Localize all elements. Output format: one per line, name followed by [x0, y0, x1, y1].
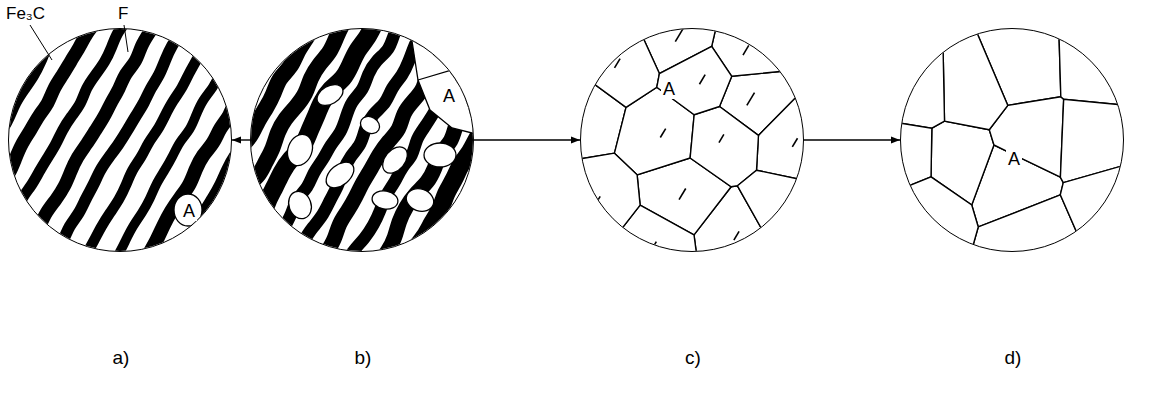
micro-structure: [285, 188, 315, 222]
transition-arrow: [474, 139, 580, 140]
micro-structure: [895, 23, 945, 128]
micro-structure: [371, 189, 400, 211]
micro-structure: [792, 138, 797, 147]
micro-structure: [357, 113, 382, 137]
micro-structure: [734, 231, 739, 240]
transition-arrow: [232, 139, 250, 140]
transition-arrow: [804, 139, 900, 140]
micro-structure: [757, 84, 809, 181]
micro-structure: [283, 131, 316, 169]
micro-structure: [436, 83, 460, 107]
micro-structure: [233, 0, 359, 218]
phase-circle: Ab): [250, 28, 474, 252]
leader-line: [30, 25, 52, 60]
phase-label: A: [441, 86, 457, 106]
figure-caption: c): [683, 347, 703, 368]
micro-structure: [1060, 164, 1129, 257]
micro-structure: [719, 134, 724, 142]
micro-structure: [575, 23, 659, 107]
micro-structure: [321, 157, 358, 193]
micro-structure: [364, 70, 489, 293]
phase-callout: Fe₃C: [4, 4, 47, 23]
micro-structure: [336, 56, 464, 277]
micro-structure: [418, 40, 480, 80]
micro-structure: [410, 28, 480, 135]
phase-callout: F: [116, 4, 130, 23]
figure-caption: b): [353, 347, 374, 368]
micro-structure: [578, 107, 584, 117]
figure-caption: d): [1003, 347, 1024, 368]
phase-circle: Ad): [900, 28, 1124, 252]
micro-structure: [78, 45, 204, 268]
micro-structure: [403, 185, 437, 215]
micro-structure: [575, 23, 809, 257]
figure-caption: a): [111, 347, 132, 368]
phase-circle: Aa): [8, 28, 232, 252]
micro-structure: [743, 45, 749, 55]
micro-structure: [424, 143, 456, 167]
micro-structure: [699, 75, 705, 85]
micro-structure: [123, 73, 253, 294]
micro-structure: [895, 177, 978, 257]
micro-structure: [657, 46, 732, 114]
micro-structure: [575, 153, 640, 257]
micro-structure: [737, 170, 809, 257]
leader-line: [124, 25, 128, 52]
micro-structure: [167, 0, 556, 328]
phase-circle: Ac): [580, 28, 804, 252]
phase-label: A: [661, 79, 677, 99]
micro-structure: [747, 93, 755, 106]
micro-structure: [593, 196, 600, 208]
micro-structure: [675, 28, 683, 41]
micro-structure: [378, 142, 413, 178]
micro-structure: [99, 59, 227, 281]
micro-structure: [174, 194, 202, 226]
micro-structure: [660, 129, 665, 138]
phase-label: A: [1006, 149, 1022, 169]
micro-structure: [650, 242, 656, 252]
micro-structure: [690, 106, 758, 186]
micro-structure: [679, 188, 686, 199]
micro-structure: [615, 59, 621, 68]
micro-structure: [313, 80, 346, 110]
micro-structure: [196, 114, 322, 337]
micro-structure: [943, 23, 1008, 130]
micro-structure: [423, 109, 555, 328]
phase-label: A: [181, 201, 197, 221]
micro-structure: [777, 206, 784, 217]
micro-structure: [1059, 23, 1129, 106]
micro-structure: [895, 23, 1129, 257]
